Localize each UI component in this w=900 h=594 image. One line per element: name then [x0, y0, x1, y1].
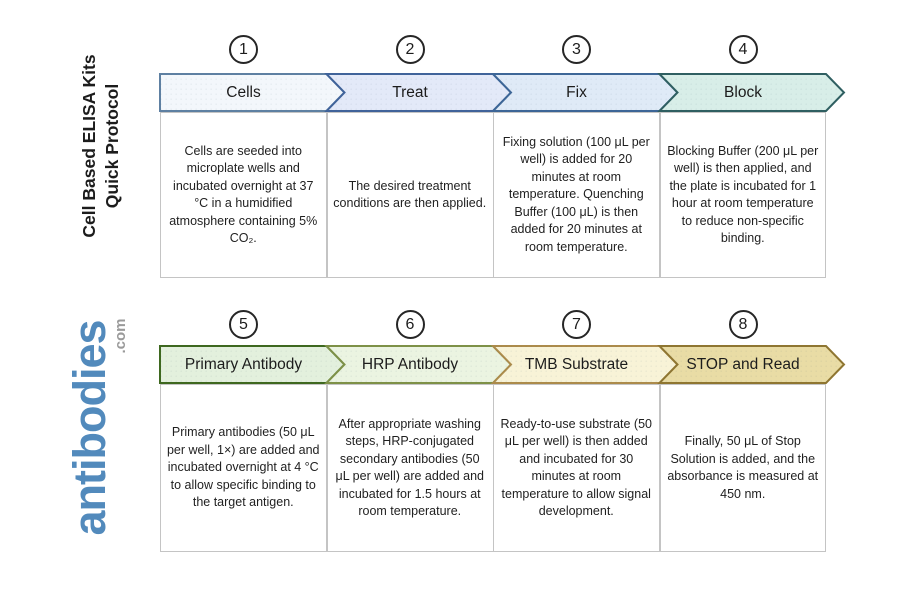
arrow-step-1-texture	[160, 74, 345, 111]
step-7-description: Ready-to-use substrate (50 μL per well) …	[493, 384, 660, 552]
arrow-step-2-texture	[326, 74, 511, 111]
step-7-header-label: TMB Substrate	[524, 355, 629, 373]
step-1-description: Cells are seeded into microplate wells a…	[160, 112, 327, 278]
step-6-description-text: After appropriate washing steps, HRP-con…	[335, 416, 485, 519]
arrow-step-5-texture	[160, 346, 345, 383]
title-line2: Quick Protocol	[102, 83, 122, 209]
step-1-description-text: Cells are seeded into microplate wells a…	[169, 143, 318, 246]
step-2-circle-slot: 2	[327, 35, 494, 64]
step-2-number-badge: 2	[395, 35, 425, 64]
step-1-circle-slot: 1	[160, 35, 327, 64]
divider	[659, 385, 661, 551]
step-2-description: The desired treatment conditions are the…	[327, 112, 494, 278]
logo-wordmark-wrap: antibodies .com	[64, 318, 129, 536]
arrow-step-7-texture	[493, 346, 678, 383]
step-6-circle-slot: 6	[327, 310, 494, 339]
logo-wordmark: antibodies	[64, 320, 115, 536]
step-1-number-badge: 1	[229, 35, 258, 64]
step-5-header-label: Primary Antibody	[184, 355, 303, 373]
process-arrow-band-row1	[159, 73, 846, 112]
step-7-circle-slot: 7	[493, 310, 660, 339]
step-3-circle-slot: 3	[493, 35, 660, 64]
step-3-description-text: Fixing solution (100 μL per well) is add…	[502, 134, 650, 254]
step-8-description-text: Finally, 50 μL of Stop Solution is added…	[667, 434, 819, 501]
step-8-header-label: STOP and Read	[686, 355, 800, 373]
step-4-circle-slot: 4	[660, 35, 827, 64]
divider	[492, 113, 494, 277]
step-6-description: After appropriate washing steps, HRP-con…	[327, 384, 494, 552]
step-2-description-text: The desired treatment conditions are the…	[333, 178, 487, 211]
step-5-circle-slot: 5	[160, 310, 327, 339]
vertical-title: Cell Based ELISA Kits Quick Protocol	[78, 16, 126, 276]
divider	[326, 385, 328, 551]
step-3-description: Fixing solution (100 μL per well) is add…	[493, 112, 660, 278]
step-5-number-badge: 5	[229, 310, 258, 339]
step-4-number-badge: 4	[728, 35, 758, 64]
divider	[492, 385, 494, 551]
process-arrow-band-row2	[159, 345, 846, 384]
logo-tld: .com	[112, 318, 129, 354]
title-line1: Cell Based ELISA Kits	[79, 54, 99, 238]
arrow-step-4-texture	[659, 74, 844, 111]
step-5-description-text: Primary antibodies (50 μL per well, 1×) …	[166, 425, 320, 510]
step-7-number-badge: 7	[562, 310, 591, 339]
step-4-header-label: Block	[724, 83, 762, 101]
step-8-description: Finally, 50 μL of Stop Solution is added…	[660, 384, 827, 552]
antibodies-logo: antibodies .com	[50, 258, 130, 594]
arrow-step-8-texture	[659, 346, 844, 383]
step-1-header-label: Cells	[226, 83, 261, 101]
step-6-number-badge: 6	[395, 310, 425, 339]
row1-description-frame	[160, 112, 826, 278]
arrow-step-3-texture	[493, 74, 678, 111]
step-6-header-label: HRP Antibody	[361, 355, 459, 373]
step-4-description-text: Blocking Buffer (200 μL per well) is the…	[667, 143, 819, 246]
arrow-step-6-texture	[326, 346, 511, 383]
step-4-description: Blocking Buffer (200 μL per well) is the…	[660, 112, 827, 278]
step-8-circle-slot: 8	[660, 310, 827, 339]
divider	[659, 113, 661, 277]
divider	[326, 113, 328, 277]
step-8-number-badge: 8	[728, 310, 758, 339]
step-5-description: Primary antibodies (50 μL per well, 1×) …	[160, 384, 327, 552]
step-3-number-badge: 3	[562, 35, 591, 64]
step-3-header-label: Fix	[566, 83, 587, 101]
row2-description-frame	[160, 384, 826, 552]
step-7-description-text: Ready-to-use substrate (50 μL per well) …	[500, 416, 652, 519]
step-2-header-label: Treat	[392, 83, 428, 101]
